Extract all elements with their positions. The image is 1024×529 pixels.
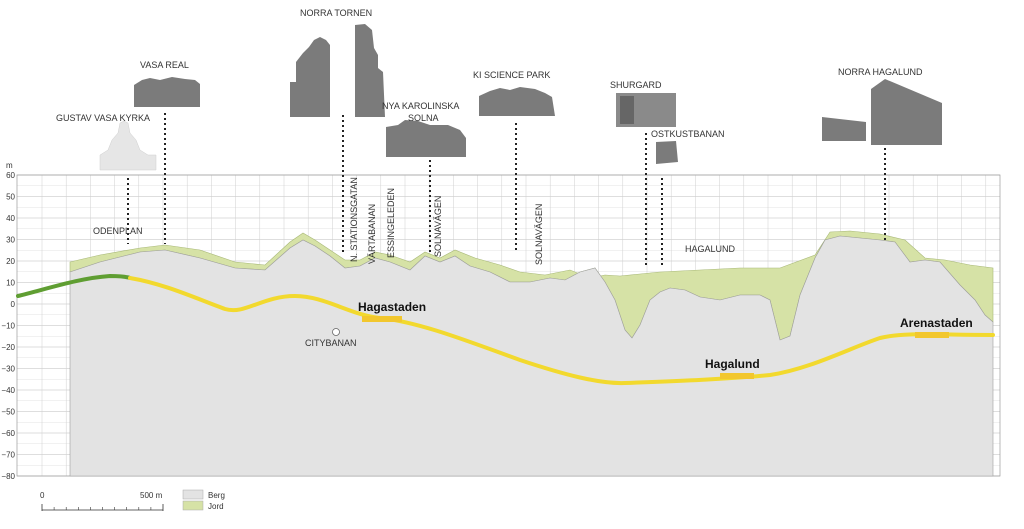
label-ki-science-park: KI SCIENCE PARK [473, 70, 550, 80]
label-essingeleden: ESSINGELEDEN [386, 188, 396, 258]
arenastaden-platform [915, 332, 949, 338]
y-tick-label: 40 [6, 214, 15, 223]
label-nya-karolinska-1: NYA KAROLINSKA [382, 101, 459, 111]
legend: Berg Jord [182, 489, 225, 511]
y-tick-label: −50 [1, 408, 15, 417]
building-nya-karolinska [386, 120, 466, 157]
building-norra-hagalund [822, 79, 942, 145]
legend-label-jord: Jord [208, 502, 224, 511]
y-tick-label: 50 [6, 193, 15, 202]
leader-lines [127, 113, 886, 265]
citybanan-label: CITYBANAN [305, 338, 357, 348]
building-vasa-real [134, 77, 200, 107]
scale-start: 0 [40, 491, 45, 500]
y-tick-label: −30 [1, 365, 15, 374]
y-tick-label: 10 [6, 279, 15, 288]
tunnel-alignment [128, 276, 995, 386]
legend-swatch-jord [182, 500, 204, 511]
label-ostkustbanan: OSTKUSTBANAN [651, 129, 725, 139]
citybanan-marker [332, 328, 340, 336]
legend-label-berg: Berg [208, 491, 225, 500]
y-tick-label: −80 [1, 472, 15, 481]
scale-bar: 0 500 m [40, 491, 164, 511]
y-tick-label: −10 [1, 322, 15, 331]
building-ostkustbanan [656, 141, 678, 164]
hagalund-platform [720, 373, 754, 379]
building-norra-tornen [290, 24, 385, 117]
y-axis-ticks: 60 50 40 30 20 10 0 −10 −20 −30 −40 −50 −60 −70 −80 [1, 171, 15, 481]
label-norra-hagalund: NORRA HAGALUND [838, 67, 923, 77]
legend-swatch-berg [182, 489, 204, 500]
bedrock-layer [69, 235, 994, 477]
y-tick-label: −70 [1, 451, 15, 460]
label-shurgard: SHURGARD [610, 80, 662, 90]
label-solnavagen-2: SOLNAVÄGEN [534, 204, 544, 265]
y-tick-label: 30 [6, 236, 15, 245]
label-hagalund-area: HAGALUND [685, 244, 736, 254]
y-axis-unit: m [6, 161, 13, 170]
scale-end: 500 m [140, 491, 163, 500]
label-vartabanan: VÄRTABANAN [367, 204, 377, 264]
building-ki-science-park [479, 87, 555, 116]
station-hagastaden: Hagastaden [358, 300, 426, 314]
y-tick-label: 60 [6, 171, 15, 180]
label-odenplan: ODENPLAN [93, 226, 143, 236]
label-norra-tornen: NORRA TORNEN [300, 8, 372, 18]
station-arenastaden: Arenastaden [900, 316, 973, 330]
label-n-stationsgatan: N. STATIONSGATAN [349, 177, 359, 262]
y-tick-label: 20 [6, 257, 15, 266]
existing-rail-line [16, 273, 132, 298]
y-tick-label: −60 [1, 429, 15, 438]
station-hagalund: Hagalund [705, 357, 760, 371]
label-solnavagen-1: SOLNAVÄGEN [433, 196, 443, 257]
label-gustav-vasa-kyrka: GUSTAV VASA KYRKA [56, 113, 150, 123]
building-gustav-vasa-kyrka [99, 120, 157, 171]
hagastaden-platform [362, 316, 402, 322]
y-tick-label: −40 [1, 386, 15, 395]
y-tick-label: 0 [11, 300, 16, 309]
label-vasa-real: VASA REAL [140, 60, 189, 70]
label-nya-karolinska-2: SOLNA [408, 113, 439, 123]
building-shurgard [616, 93, 676, 127]
y-tick-label: −20 [1, 343, 15, 352]
